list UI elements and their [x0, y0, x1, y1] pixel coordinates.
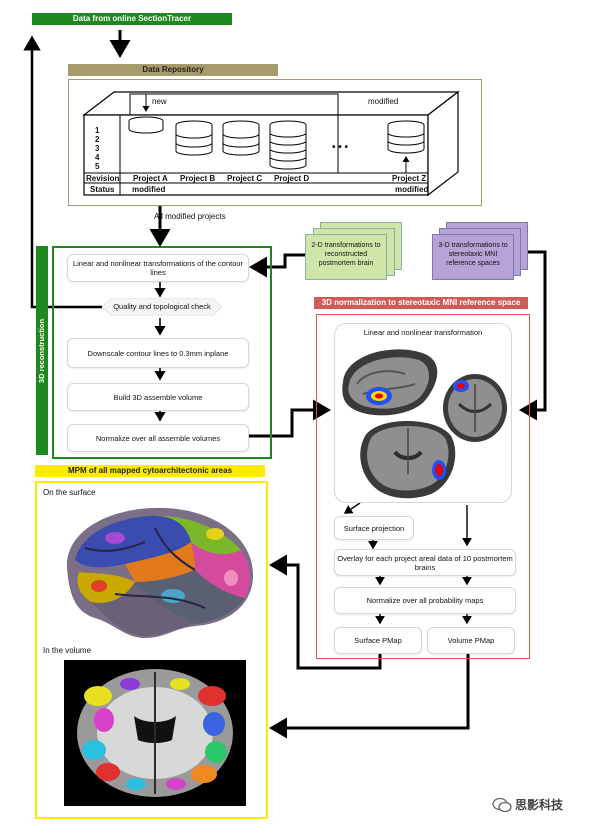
repo-project-b: Project B	[180, 174, 216, 183]
arrow-surface-pmap	[269, 554, 382, 670]
recon-step-quality: Quality and topological check	[102, 298, 222, 316]
mpm-box	[35, 481, 268, 819]
card-3d: 3-D transformations to stereotaxic MNI r…	[432, 234, 514, 280]
brain-panel-label: Linear and nonlinear transformation	[363, 328, 483, 337]
repo-revision-3: 3	[95, 144, 100, 153]
repo-project-d: Project D	[274, 174, 310, 183]
surface-brain-image	[66, 507, 254, 638]
reconstruction-side-bar	[36, 246, 48, 455]
watermark-text: 思影科技	[515, 798, 564, 812]
repository-header: Data Repository	[68, 64, 278, 76]
recon-step-normalize: Normalize over all assemble volumes	[67, 424, 249, 452]
arrow-recon-to-norm	[246, 399, 331, 438]
repo-status-z: modified	[395, 185, 429, 194]
db-project-b	[175, 120, 213, 156]
reconstruction-side-label: 3D reconstruction	[37, 318, 46, 384]
repo-modified-label: modified	[368, 97, 399, 106]
db-project-a	[128, 116, 164, 134]
recon-step-downscale: Downscale contour lines to 0.3mm inplane	[67, 338, 249, 368]
all-modified-label: All modified projects	[154, 212, 226, 221]
mpm-header: MPM of all mapped cytoarchitectonic area…	[35, 465, 265, 477]
recon-step-transform: Linear and nonlinear transformations of …	[67, 254, 249, 282]
repo-ellipsis: • • •	[332, 142, 349, 153]
normalization-header: 3D normalization to stereotaxic MNI refe…	[314, 297, 528, 309]
repository-slab	[82, 90, 460, 197]
mpm-surface-label: On the surface	[43, 488, 96, 497]
normalization-box	[316, 314, 530, 659]
db-project-z	[387, 120, 425, 154]
repo-revision-1: 1	[95, 126, 100, 135]
db-project-d	[269, 120, 307, 170]
repo-row-status: Status	[90, 185, 115, 194]
repo-revision-4: 4	[95, 153, 100, 162]
wechat-icon	[492, 797, 512, 812]
reconstruction-box	[52, 246, 272, 459]
repo-project-z: Project Z	[392, 174, 427, 183]
repo-project-c: Project C	[227, 174, 263, 183]
repo-row-revision: Revision	[86, 174, 120, 183]
top-header: Data from online SectionTracer	[32, 13, 232, 25]
recon-step-quality-label: Quality and topological check	[113, 302, 211, 311]
surface-pmap-box: Surface PMap	[334, 627, 422, 654]
arrow-2d-to-recon	[249, 253, 305, 278]
volume-pmap-box: Volume PMap	[427, 627, 515, 654]
normalize-maps-box: Normalize over all probability maps	[334, 587, 516, 614]
mpm-volume-label: In the volume	[43, 646, 92, 655]
repo-revision-2: 2	[95, 135, 100, 144]
brain-panel: Linear and nonlinear transformation	[334, 323, 512, 503]
surface-projection-box: Surface projection	[334, 516, 414, 540]
brain-slices-image	[342, 349, 507, 499]
repo-revision-5: 5	[95, 162, 100, 171]
repo-status-a: modified	[132, 185, 166, 194]
arrow-panel-to-surface	[343, 502, 361, 514]
db-project-c	[222, 120, 260, 156]
card-2d: 2-D transformations to reconstructed pos…	[305, 234, 387, 280]
repo-project-a: Project A	[133, 174, 168, 183]
repository-box	[68, 79, 482, 206]
volume-brain-image	[64, 660, 246, 806]
arrow-3d-to-norm	[519, 250, 547, 421]
overlay-box: Overlay for each project areal data of 1…	[334, 549, 516, 576]
arrow-feedback-loop	[23, 35, 102, 309]
repo-new-label: new	[152, 97, 167, 106]
arrow-volume-pmap	[269, 654, 470, 739]
recon-step-build: Build 3D assemble volume	[67, 383, 249, 411]
watermark: 思影科技	[492, 796, 563, 813]
